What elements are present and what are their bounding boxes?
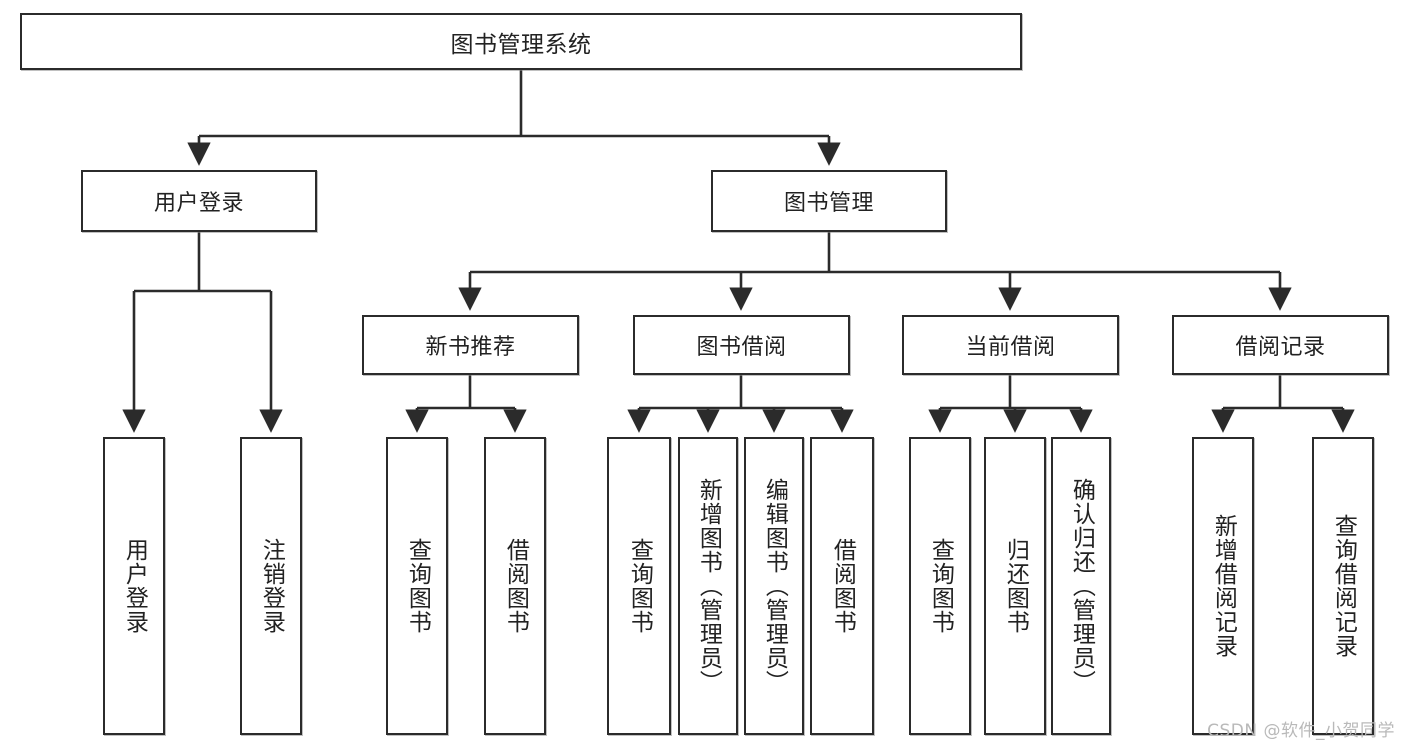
leaf-user-login-label: 用户登录 [121,538,148,634]
node-book-borrow-label: 图书借阅 [696,335,787,360]
leaf-user-logout[interactable]: 注销登录 [240,437,302,735]
leaf-add-record[interactable]: 新增借阅记录 [1192,437,1254,735]
leaf-return-book[interactable]: 归还图书 [984,437,1046,735]
node-root[interactable]: 图书管理系统 [20,13,1022,70]
node-current-borrow[interactable]: 当前借阅 [902,315,1119,375]
node-current-borrow-label: 当前借阅 [965,335,1056,360]
leaf-borrow-book-1[interactable]: 借阅图书 [484,437,546,735]
leaf-borrow-book-2[interactable]: 借阅图书 [810,437,874,735]
leaf-return-book-label: 归还图书 [1002,538,1029,634]
leaf-edit-book-label: 编辑图书（管理员） [761,478,788,694]
leaf-query-book-3-label: 查询图书 [927,538,954,634]
leaf-user-login[interactable]: 用户登录 [103,437,165,735]
leaf-query-book-2[interactable]: 查询图书 [607,437,671,735]
node-book-borrow[interactable]: 图书借阅 [633,315,850,375]
node-user-login[interactable]: 用户登录 [81,170,317,232]
leaf-add-book-label: 新增图书（管理员） [695,478,722,694]
leaf-query-record-label: 查询借阅记录 [1330,514,1357,658]
node-root-label: 图书管理系统 [450,31,592,58]
node-new-book-recommend-label: 新书推荐 [425,335,516,360]
leaf-query-book-1[interactable]: 查询图书 [386,437,448,735]
leaf-confirm-return[interactable]: 确认归还（管理员） [1051,437,1111,735]
node-book-management[interactable]: 图书管理 [711,170,947,232]
csdn-watermark: CSDN @软件_小贺同学 [1207,721,1395,741]
leaf-user-logout-label: 注销登录 [258,538,285,634]
node-new-book-recommend[interactable]: 新书推荐 [362,315,579,375]
node-user-login-label: 用户登录 [153,191,244,216]
leaf-query-record[interactable]: 查询借阅记录 [1312,437,1374,735]
node-borrow-record-label: 借阅记录 [1235,335,1326,360]
leaf-add-record-label: 新增借阅记录 [1210,514,1237,658]
node-book-management-label: 图书管理 [783,191,874,216]
node-borrow-record[interactable]: 借阅记录 [1172,315,1389,375]
leaf-confirm-return-label: 确认归还（管理员） [1068,478,1095,694]
leaf-borrow-book-1-label: 借阅图书 [502,538,529,634]
leaf-edit-book[interactable]: 编辑图书（管理员） [744,437,804,735]
leaf-borrow-book-2-label: 借阅图书 [829,538,856,634]
leaf-add-book[interactable]: 新增图书（管理员） [678,437,738,735]
leaf-query-book-2-label: 查询图书 [626,538,653,634]
leaf-query-book-3[interactable]: 查询图书 [909,437,971,735]
leaf-query-book-1-label: 查询图书 [404,538,431,634]
